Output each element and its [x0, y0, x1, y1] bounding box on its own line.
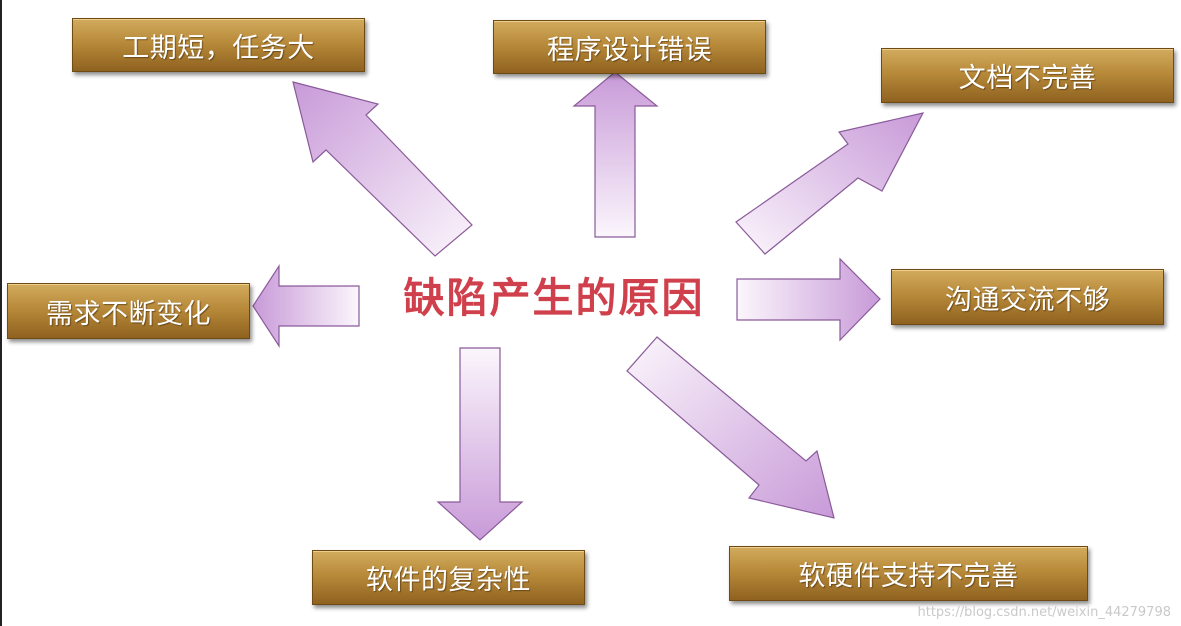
cause-box-changing-requirements: 需求不断变化 [7, 283, 250, 339]
arrow-to-software-complexity [436, 347, 524, 541]
arrow-to-incomplete-docs [735, 112, 925, 255]
arrow-to-short-schedule [292, 81, 473, 257]
cause-box-software-complexity: 软件的复杂性 [312, 550, 585, 605]
arrow-to-design-error [572, 71, 659, 238]
cause-box-hw-sw-support: 软硬件支持不完善 [729, 546, 1088, 601]
cause-box-incomplete-docs: 文档不完善 [881, 48, 1174, 103]
arrow-to-changing-requirements [252, 263, 360, 349]
cause-box-design-error: 程序设计错误 [493, 20, 766, 74]
arrow-to-poor-communication [736, 257, 881, 342]
arrow-to-hw-sw-support [626, 336, 835, 519]
cause-box-poor-communication: 沟通交流不够 [891, 269, 1164, 325]
watermark-text: https://blog.csdn.net/weixin_44279798 [917, 605, 1171, 620]
center-title: 缺陷产生的原因 [403, 274, 705, 322]
cause-box-short-schedule: 工期短，任务大 [72, 18, 365, 72]
